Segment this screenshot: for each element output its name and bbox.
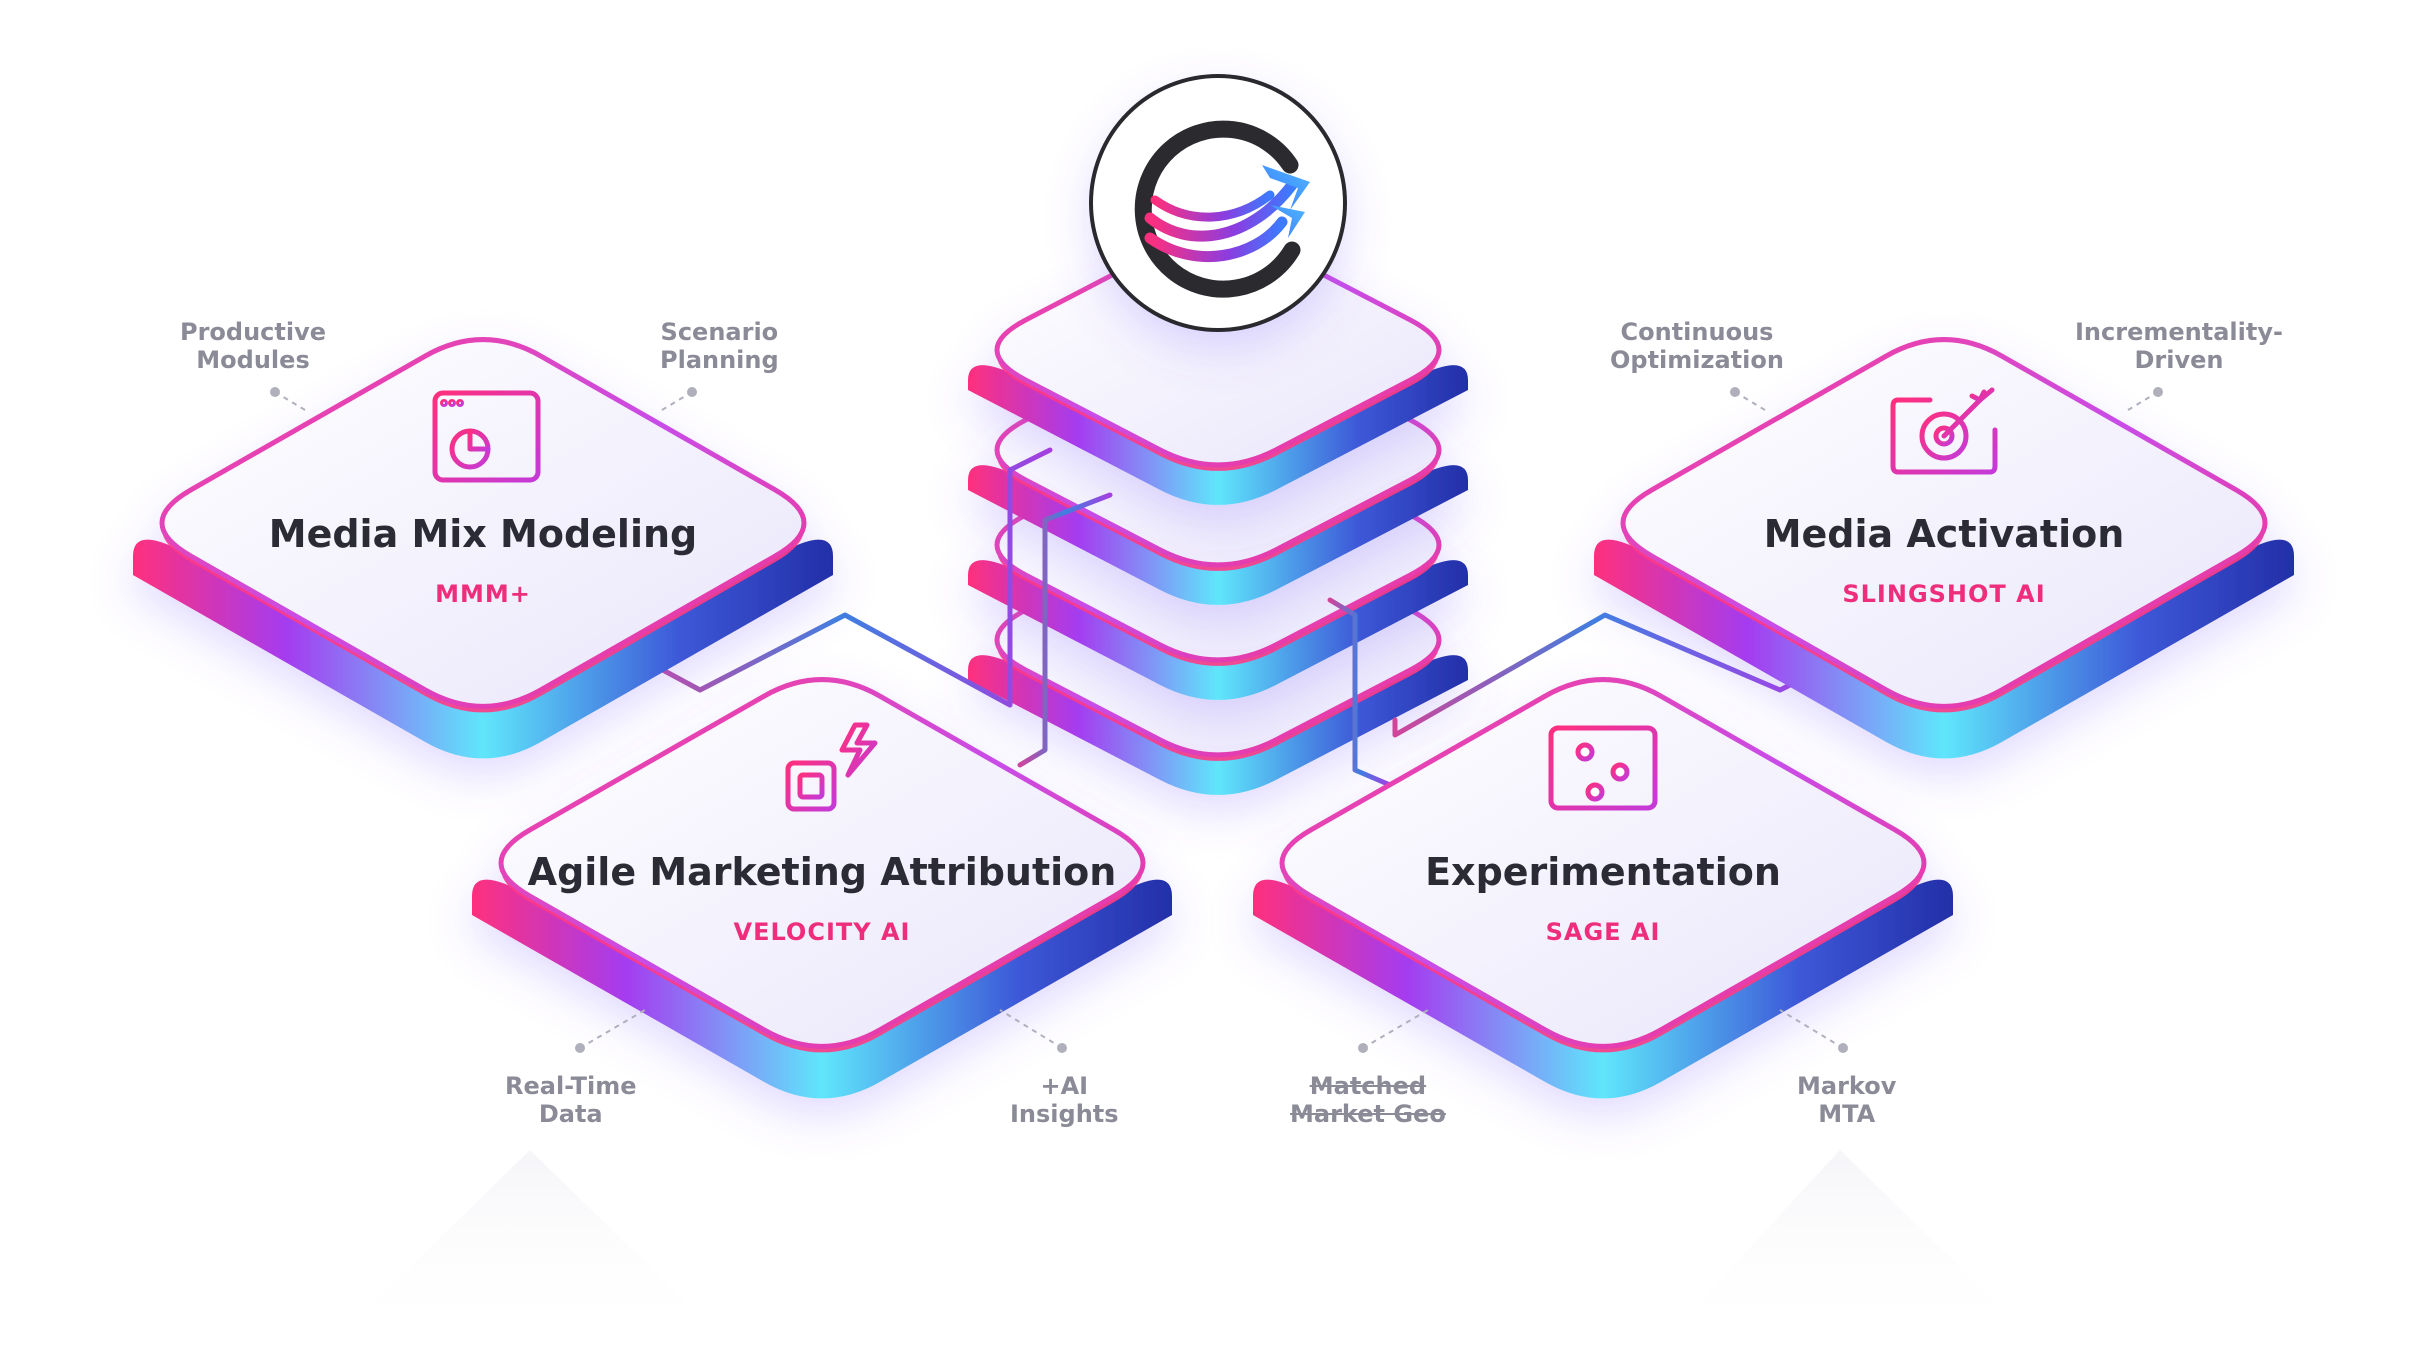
circular-arrow-logo-icon — [1134, 120, 1310, 298]
leader-line — [274, 391, 306, 411]
module-title-activation: Media Activation — [1763, 512, 2125, 556]
module-product-attribution: VELOCITY AI — [733, 918, 911, 946]
platform-top — [1279, 677, 1927, 1049]
chip-lightning-icon — [774, 722, 878, 823]
module-title-experimentation: Experimentation — [1425, 850, 1781, 894]
module-product-experimentation: SAGE AI — [1545, 918, 1661, 946]
leader-dot — [2153, 387, 2163, 397]
leader-line — [579, 1009, 646, 1049]
leader-line — [2127, 391, 2159, 411]
leader-line — [661, 391, 693, 411]
target-monitor-icon — [1890, 387, 1998, 490]
platform-activation — [1594, 337, 2294, 759]
platform-top — [498, 677, 1146, 1049]
leader-dot — [270, 387, 280, 397]
logo-badge — [1089, 74, 1347, 332]
module-product-activation: SLINGSHOT AI — [1842, 580, 2046, 608]
floor-reflection — [1660, 1150, 2040, 1345]
module-title-mmm: Media Mix Modeling — [268, 512, 698, 556]
platform-experimentation — [1253, 677, 1953, 1099]
wire-activation — [1392, 612, 1803, 738]
leader-dot — [575, 1043, 585, 1053]
connection-wires — [632, 447, 1803, 788]
platform-side — [472, 879, 1172, 1099]
leader-line — [999, 1009, 1063, 1049]
callout-line: Incrementality-Driven — [2075, 318, 2283, 374]
leader-dot — [1838, 1043, 1848, 1053]
leader-dot — [687, 387, 697, 397]
sliders-monitor-icon — [1548, 725, 1658, 827]
platform-mmm — [133, 337, 833, 759]
leader-line — [1362, 1009, 1429, 1049]
module-product-mmm: MMM+ — [435, 580, 531, 608]
wire-mmm — [632, 447, 1053, 708]
wire-experimentation — [1327, 597, 1393, 788]
leader-dot — [1358, 1043, 1368, 1053]
floor-reflection — [330, 1150, 730, 1345]
leader-line — [1779, 1009, 1844, 1049]
leader-dot — [1730, 387, 1740, 397]
platform-side — [1253, 879, 1953, 1099]
leader-dot — [1057, 1043, 1067, 1053]
module-title-attribution: Agile Marketing Attribution — [527, 850, 1117, 894]
wire-attribution — [1017, 492, 1113, 768]
platform-top — [1620, 337, 2268, 709]
platform-top — [159, 337, 807, 709]
platform-side — [1594, 539, 2294, 759]
server-layer — [968, 232, 1468, 505]
platform-side — [133, 539, 833, 759]
platform-attribution — [472, 677, 1172, 1099]
leader-line — [1734, 391, 1766, 411]
dashboard-chart-icon — [432, 390, 541, 483]
callout-leaders — [270, 387, 2163, 1053]
callout-label: Incrementality-Driven — [2075, 318, 2283, 374]
server-stack — [968, 232, 1468, 795]
